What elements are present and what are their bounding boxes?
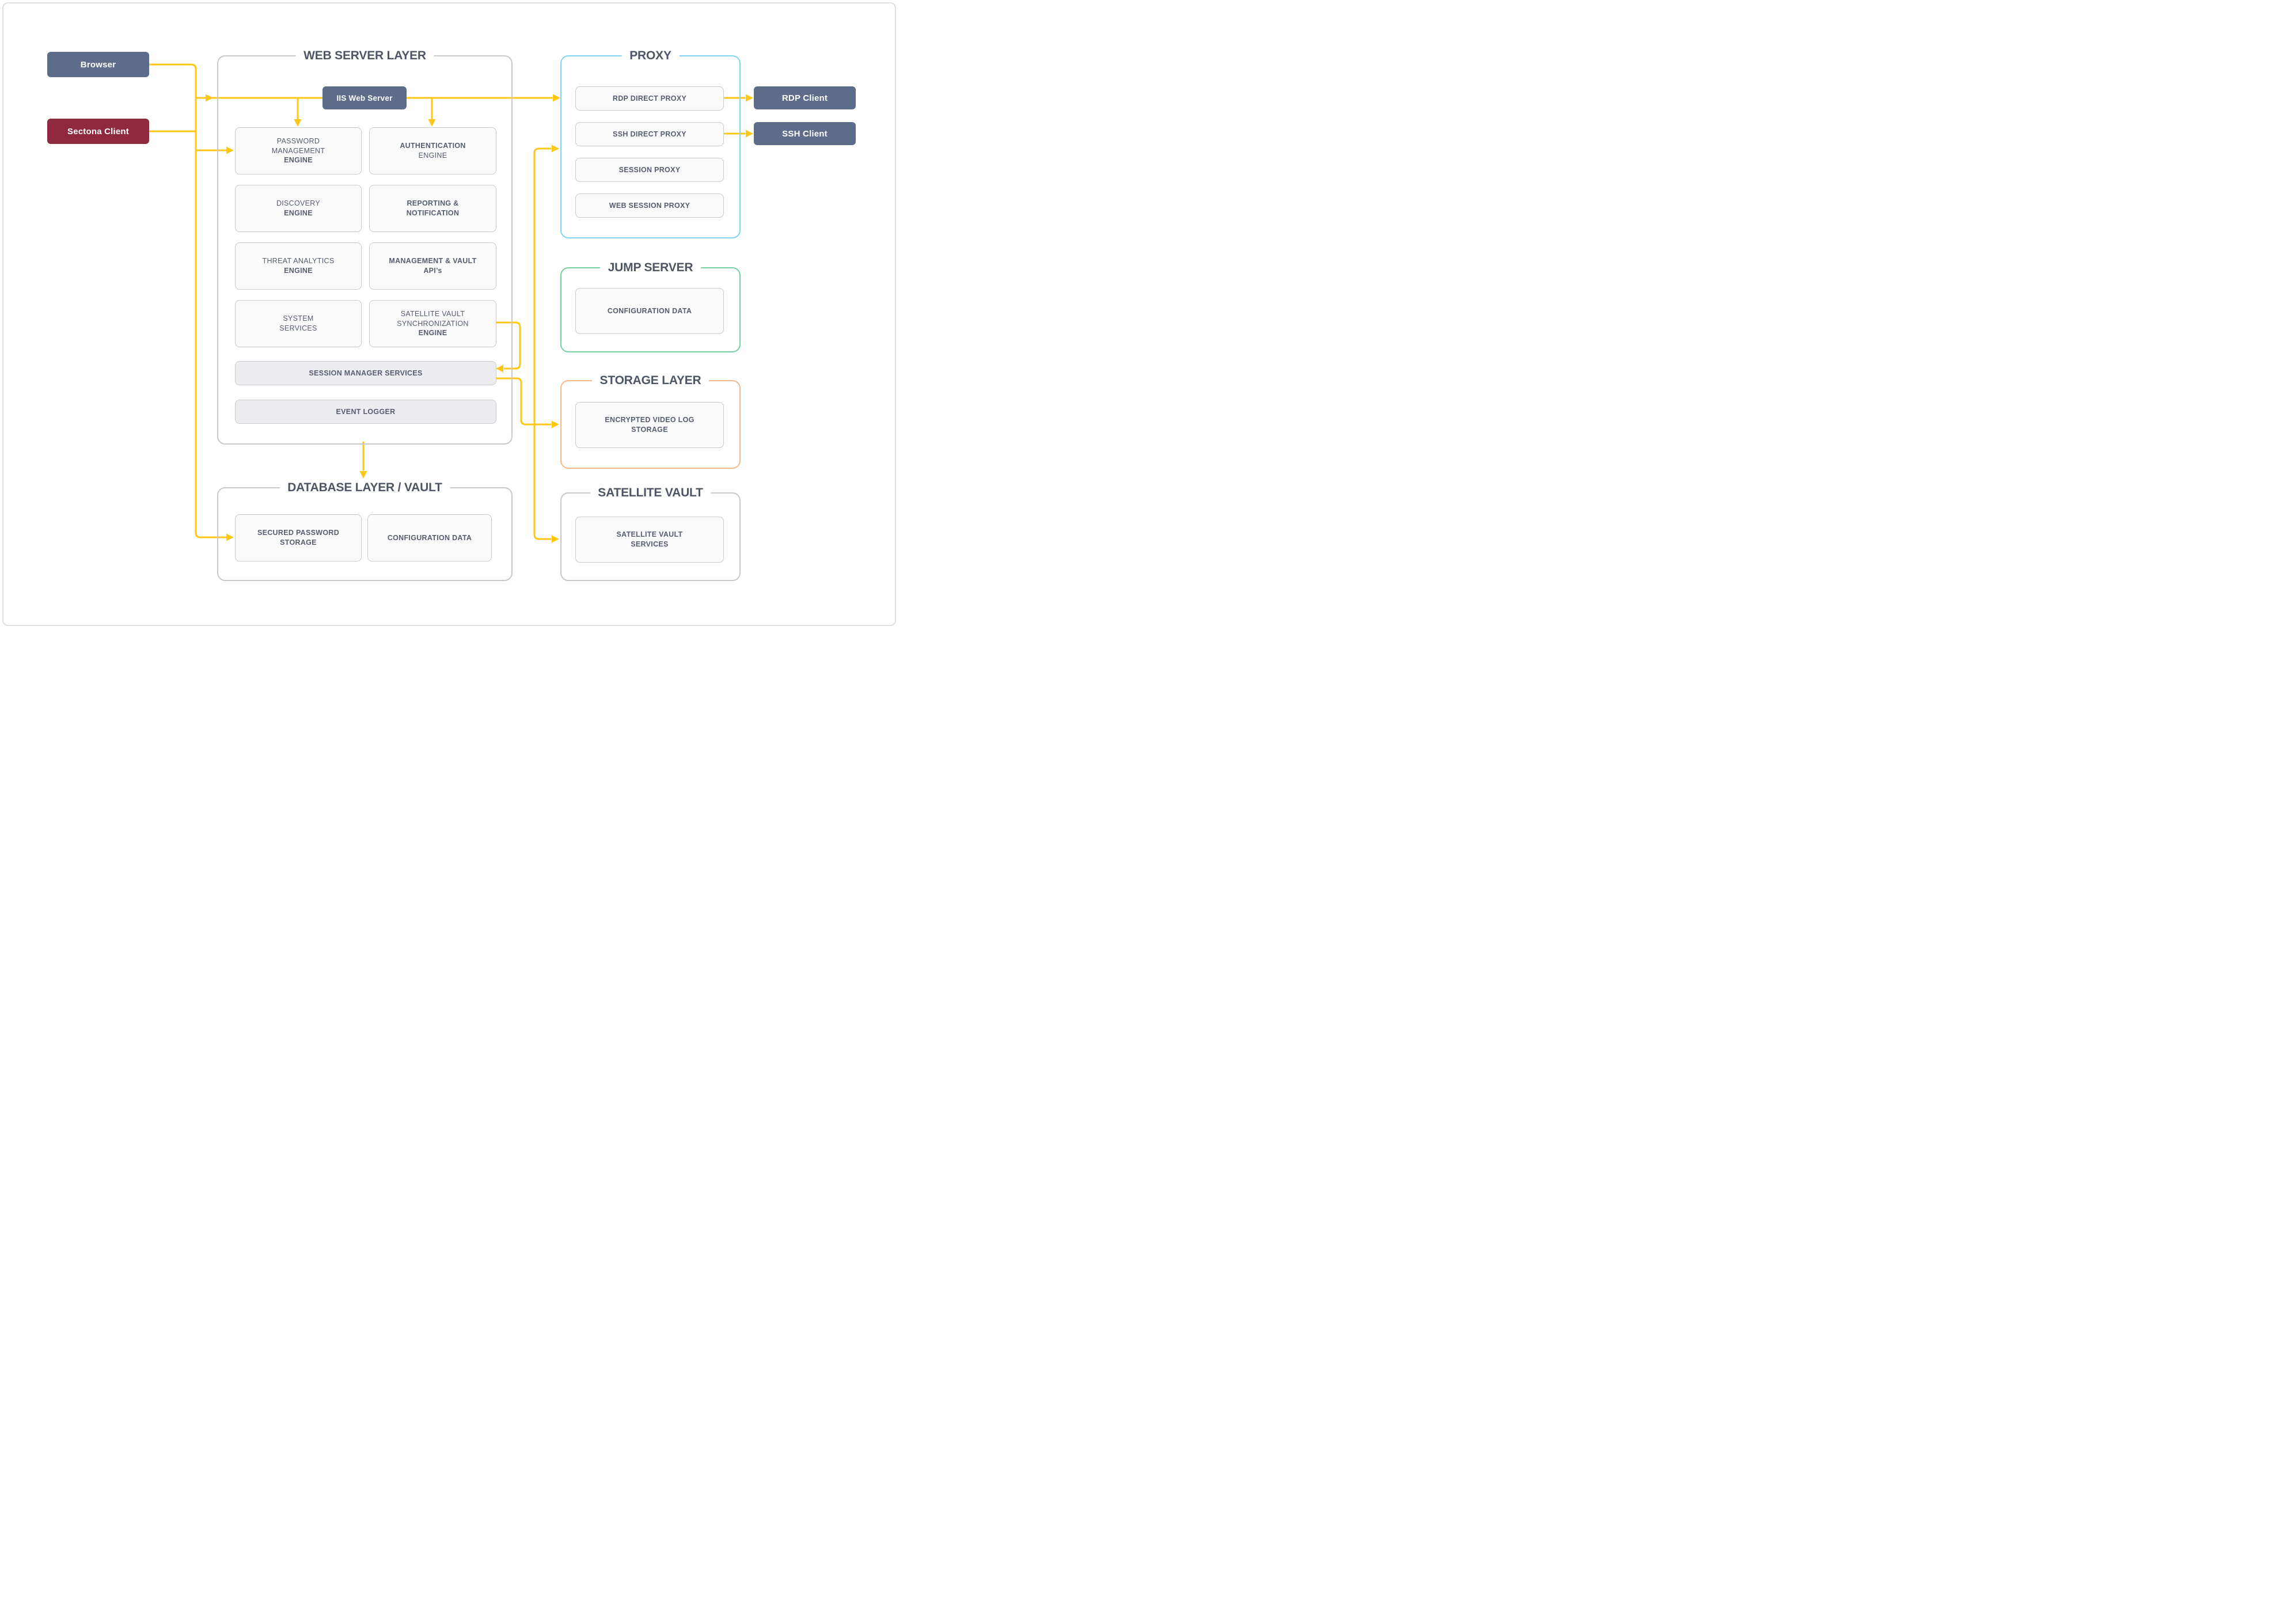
reporting-notification-box: REPORTING & NOTIFICATION: [369, 185, 496, 232]
system-services-box: SYSTEM SERVICES: [235, 300, 362, 347]
box-label: SSH DIRECT PROXY: [613, 130, 686, 138]
connector-proxy-satellite-vertical: [533, 147, 552, 540]
proxy-container: PROXY: [560, 48, 741, 238]
box-label: DISCOVERY: [276, 199, 321, 208]
arrowhead: [553, 94, 560, 102]
jump-server-title: JUMP SERVER: [599, 260, 701, 275]
box-label: AUTHENTICATION: [400, 142, 466, 150]
arrowhead: [206, 94, 213, 102]
satellite-vault-title: SATELLITE VAULT: [590, 485, 711, 500]
encrypted-video-log-storage-box: ENCRYPTED VIDEO LOG STORAGE: [575, 402, 724, 448]
box-label: SATELLITE VAULT: [400, 309, 465, 318]
web-server-layer-container: WEB SERVER LAYER: [217, 48, 513, 445]
box-label: STORAGE: [631, 426, 668, 434]
database-layer-title: DATABASE LAYER / VAULT: [279, 480, 450, 495]
ssh-client-node: SSH Client: [754, 122, 856, 145]
arrowhead: [552, 535, 559, 543]
jump-server-container: JUMP SERVER: [560, 260, 741, 352]
rdp-client-node: RDP Client: [754, 86, 856, 109]
box-label: SERVICES: [279, 324, 317, 332]
box-label: ENGINE: [284, 267, 313, 275]
box-label: PASSWORD: [276, 136, 320, 145]
box-label: ENGINE: [284, 209, 313, 217]
proxy-title: PROXY: [621, 48, 680, 63]
box-label: CONFIGURATION DATA: [607, 306, 692, 315]
session-manager-services-bar: SESSION MANAGER SERVICES: [235, 361, 496, 385]
box-label: MANAGEMENT: [271, 146, 325, 155]
arrowhead: [552, 145, 559, 153]
architecture-diagram: Browser Sectona Client WEB SERVER LAYER …: [0, 0, 898, 628]
box-label: THREAT ANALYTICS: [262, 257, 335, 265]
web-server-layer-title: WEB SERVER LAYER: [295, 48, 434, 63]
arrowhead: [746, 94, 753, 102]
threat-analytics-engine-box: THREAT ANALYTICS ENGINE: [235, 242, 362, 290]
rdp-direct-proxy-box: RDP DIRECT PROXY: [575, 86, 724, 111]
event-logger-bar: EVENT LOGGER: [235, 400, 496, 424]
box-label: ENGINE: [418, 151, 447, 160]
iis-web-server-node: IIS Web Server: [322, 86, 407, 109]
storage-layer-container: STORAGE LAYER: [560, 373, 741, 469]
box-label: STORAGE: [280, 538, 317, 547]
box-label: SYSTEM: [283, 314, 314, 323]
box-label: SESSION MANAGER SERVICES: [309, 369, 423, 377]
storage-layer-title: STORAGE LAYER: [591, 373, 709, 388]
ssh-direct-proxy-box: SSH DIRECT PROXY: [575, 122, 724, 146]
box-label: RDP DIRECT PROXY: [612, 94, 687, 103]
box-label: ENGINE: [418, 329, 447, 337]
box-label: EVENT LOGGER: [336, 407, 396, 416]
box-label: SERVICES: [631, 540, 669, 548]
password-management-engine-box: PASSWORD MANAGEMENT ENGINE: [235, 127, 362, 174]
browser-node: Browser: [47, 52, 149, 77]
box-label: API’s: [423, 267, 442, 275]
satellite-vault-sync-engine-box: SATELLITE VAULT SYNCHRONIZATION ENGINE: [369, 300, 496, 347]
arrowhead: [359, 471, 367, 479]
arrowhead: [552, 420, 559, 428]
box-label: SYNCHRONIZATION: [397, 319, 469, 328]
session-proxy-box: SESSION PROXY: [575, 158, 724, 182]
box-label: CONFIGURATION DATA: [387, 533, 472, 542]
management-vault-apis-box: MANAGEMENT & VAULT API’s: [369, 242, 496, 290]
box-label: SECURED PASSWORD: [257, 529, 340, 537]
box-label: SATELLITE VAULT: [616, 530, 683, 539]
box-label: ENGINE: [284, 156, 313, 165]
box-label: MANAGEMENT & VAULT: [389, 257, 477, 265]
authentication-engine-box: AUTHENTICATION ENGINE: [369, 127, 496, 174]
jump-configuration-data-box: CONFIGURATION DATA: [575, 288, 724, 334]
satellite-vault-container: SATELLITE VAULT: [560, 485, 741, 581]
box-label: WEB SESSION PROXY: [609, 201, 690, 210]
box-label: ENCRYPTED VIDEO LOG: [605, 416, 695, 424]
database-layer-container: DATABASE LAYER / VAULT: [217, 480, 513, 581]
box-label: SESSION PROXY: [618, 165, 681, 174]
discovery-engine-box: DISCOVERY ENGINE: [235, 185, 362, 232]
box-label: REPORTING &: [407, 199, 459, 208]
secured-password-storage-box: SECURED PASSWORD STORAGE: [235, 514, 362, 561]
box-label: NOTIFICATION: [406, 209, 460, 217]
arrowhead: [746, 130, 753, 138]
sectona-client-node: Sectona Client: [47, 119, 149, 144]
satellite-vault-services-box: SATELLITE VAULT SERVICES: [575, 517, 724, 563]
web-session-proxy-box: WEB SESSION PROXY: [575, 193, 724, 218]
database-configuration-data-box: CONFIGURATION DATA: [367, 514, 492, 561]
